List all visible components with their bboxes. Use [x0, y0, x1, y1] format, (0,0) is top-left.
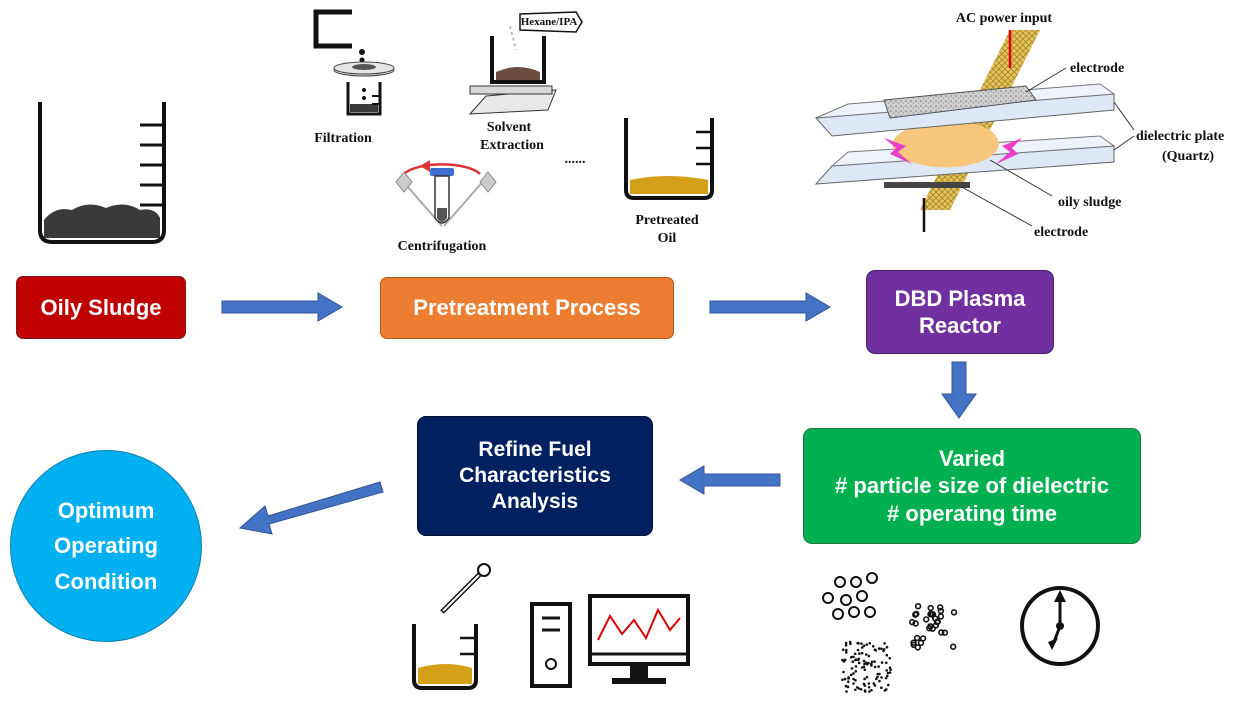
pretreatment-box: Pretreatment Process	[380, 277, 674, 339]
oily-sludge-box-label: Oily Sludge	[40, 294, 162, 320]
pretreated-label-line2: Oil	[658, 231, 677, 246]
ac-power-label: AC power input	[956, 11, 1053, 26]
optimum-line1: Optimum	[57, 498, 155, 524]
centrifugation-icon	[395, 160, 497, 227]
small-particles-icon	[841, 640, 892, 693]
dbd-reactor-box: DBD Plasma Reactor	[866, 270, 1054, 354]
ellipsis-label: ......	[565, 152, 586, 167]
optimum-condition-circle: Optimum Operating Condition	[10, 450, 202, 642]
refine-box-line2: Characteristics	[459, 463, 611, 487]
solvent-extraction-icon	[468, 11, 583, 115]
dielectric-label-line1: dielectric plate	[1136, 129, 1224, 144]
pretreatment-box-label: Pretreatment Process	[413, 295, 641, 321]
sludge-beaker-icon	[38, 102, 166, 244]
solvent-label-line1: Solvent	[487, 120, 532, 135]
dbd-box-line2: Reactor	[919, 313, 1001, 338]
refine-box-line3: Analysis	[491, 490, 579, 514]
filtration-label: Filtration	[314, 131, 372, 146]
arrow-sludge-to-pretreatment	[221, 292, 343, 322]
sample-beaker-icon	[412, 624, 478, 690]
dielectric-label-line2: (Quartz)	[1162, 149, 1214, 164]
arrow-refine-to-optimum	[238, 481, 384, 535]
large-particles-icon	[822, 572, 878, 620]
clock-icon	[1020, 586, 1100, 666]
filtration-icon	[313, 9, 395, 116]
plasma-spark-icon	[996, 138, 1022, 164]
varied-box-line2: # particle size of dielectric	[835, 473, 1109, 499]
computer-tower-icon	[530, 602, 572, 688]
arrow-dbd-to-varied	[941, 361, 977, 419]
arrow-pretreatment-to-dbd	[709, 292, 831, 322]
plasma-spark-icon	[884, 138, 912, 164]
optimum-line2: Operating	[54, 533, 158, 559]
pretreated-label-line1: Pretreated	[635, 213, 698, 228]
medium-particles-icon	[908, 602, 958, 651]
solvent-tag-label: Hexane/IPA	[521, 16, 578, 28]
oily-sludge-blob-icon	[892, 120, 999, 168]
electrode-bottom-label: electrode	[1034, 225, 1088, 240]
pretreated-oil-beaker-icon	[624, 118, 714, 200]
top-electrode-icon	[883, 85, 1037, 119]
oily-sludge-label: oily sludge	[1058, 195, 1121, 210]
varied-box-line1: Varied	[938, 445, 1006, 471]
dbd-reactor-schematic	[814, 30, 1135, 232]
varied-box-line3: # operating time	[887, 500, 1057, 526]
varied-box: Varied # particle size of dielectric # o…	[803, 428, 1141, 544]
pipette-icon	[440, 563, 491, 614]
optimum-line3: Condition	[54, 568, 158, 594]
centrifugation-label: Centrifugation	[398, 239, 487, 254]
refine-fuel-box: Refine Fuel Characteristics Analysis	[417, 416, 653, 536]
solvent-label-line2: Extraction	[480, 138, 544, 153]
monitor-chart-icon	[588, 594, 690, 684]
refine-box-line1: Refine Fuel	[478, 437, 592, 461]
arrow-varied-to-refine	[679, 465, 781, 495]
electrode-top-label: electrode	[1070, 61, 1124, 76]
oily-sludge-box: Oily Sludge	[16, 276, 186, 339]
dbd-box-line1: DBD Plasma	[894, 285, 1026, 311]
